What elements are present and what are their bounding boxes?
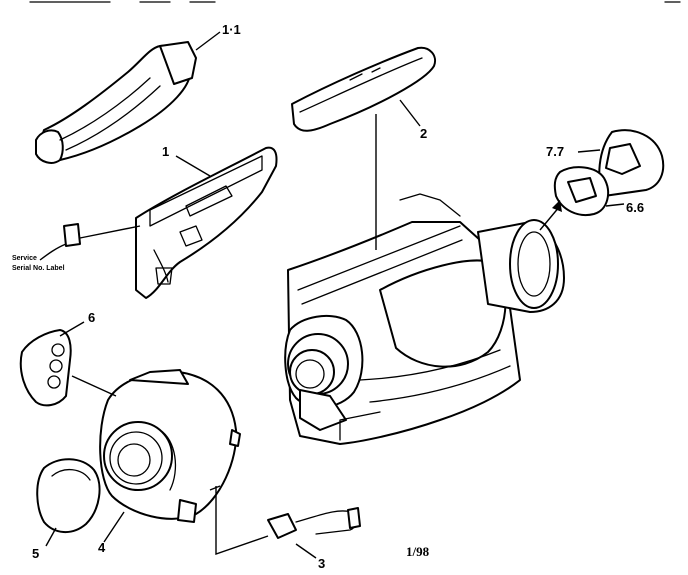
part-front-cover: [71, 369, 241, 523]
callout-3: 3: [318, 556, 325, 571]
part-eyecups: [539, 129, 665, 231]
callout-6: 6: [88, 310, 95, 325]
service-label-line1: Service: [12, 255, 37, 262]
part-lens-cap: [36, 458, 101, 533]
callout-7-7: 7.7: [546, 144, 564, 159]
service-serial-label: [39, 223, 141, 261]
part-hood-strap: [35, 41, 197, 164]
callout-1-1: 1·1: [222, 22, 241, 37]
date-code: 1/98: [406, 544, 430, 559]
part-connector: [209, 485, 361, 555]
callout-6-6: 6.6: [626, 200, 644, 215]
callout-4: 4: [98, 540, 106, 555]
main-camcorder-body: [284, 114, 565, 445]
leader-lines: [45, 31, 625, 559]
part-left-panel: [135, 146, 278, 299]
callout-1: 1: [162, 144, 169, 159]
service-label-line2: Serial No. Label: [12, 265, 65, 272]
part-side-grip: [19, 321, 85, 407]
part-top-cover: [291, 46, 436, 132]
callout-2: 2: [420, 126, 427, 141]
callout-5: 5: [32, 546, 39, 561]
